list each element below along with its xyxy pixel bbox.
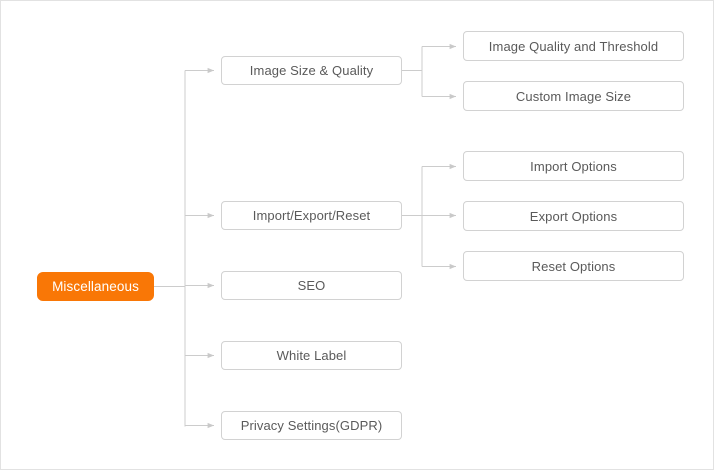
node-import-options[interactable]: Import Options [463,151,684,181]
root-node-label: Miscellaneous [52,278,139,294]
node-image-size-and-quality[interactable]: Image Size & Quality [221,56,402,85]
node-seo[interactable]: SEO [221,271,402,300]
node-label: Privacy Settings(GDPR) [240,418,383,433]
node-label: Import/Export/Reset [252,208,371,223]
node-label: Import Options [530,158,617,174]
node-privacy-settings-gdpr[interactable]: Privacy Settings(GDPR) [221,411,402,440]
node-custom-image-size[interactable]: Custom Image Size [463,81,684,111]
node-label: Image Quality and Threshold [488,38,659,54]
node-label: Export Options [529,208,618,224]
node-export-options[interactable]: Export Options [463,201,684,231]
node-label: White Label [276,348,347,363]
node-import-export-reset[interactable]: Import/Export/Reset [221,201,402,230]
node-label: SEO [297,278,326,293]
root-node-miscellaneous[interactable]: Miscellaneous [37,272,154,301]
node-label: Custom Image Size [515,88,632,104]
node-label: Reset Options [531,258,616,274]
node-image-quality-and-threshold[interactable]: Image Quality and Threshold [463,31,684,61]
node-reset-options[interactable]: Reset Options [463,251,684,281]
node-label: Image Size & Quality [249,63,374,78]
node-white-label[interactable]: White Label [221,341,402,370]
